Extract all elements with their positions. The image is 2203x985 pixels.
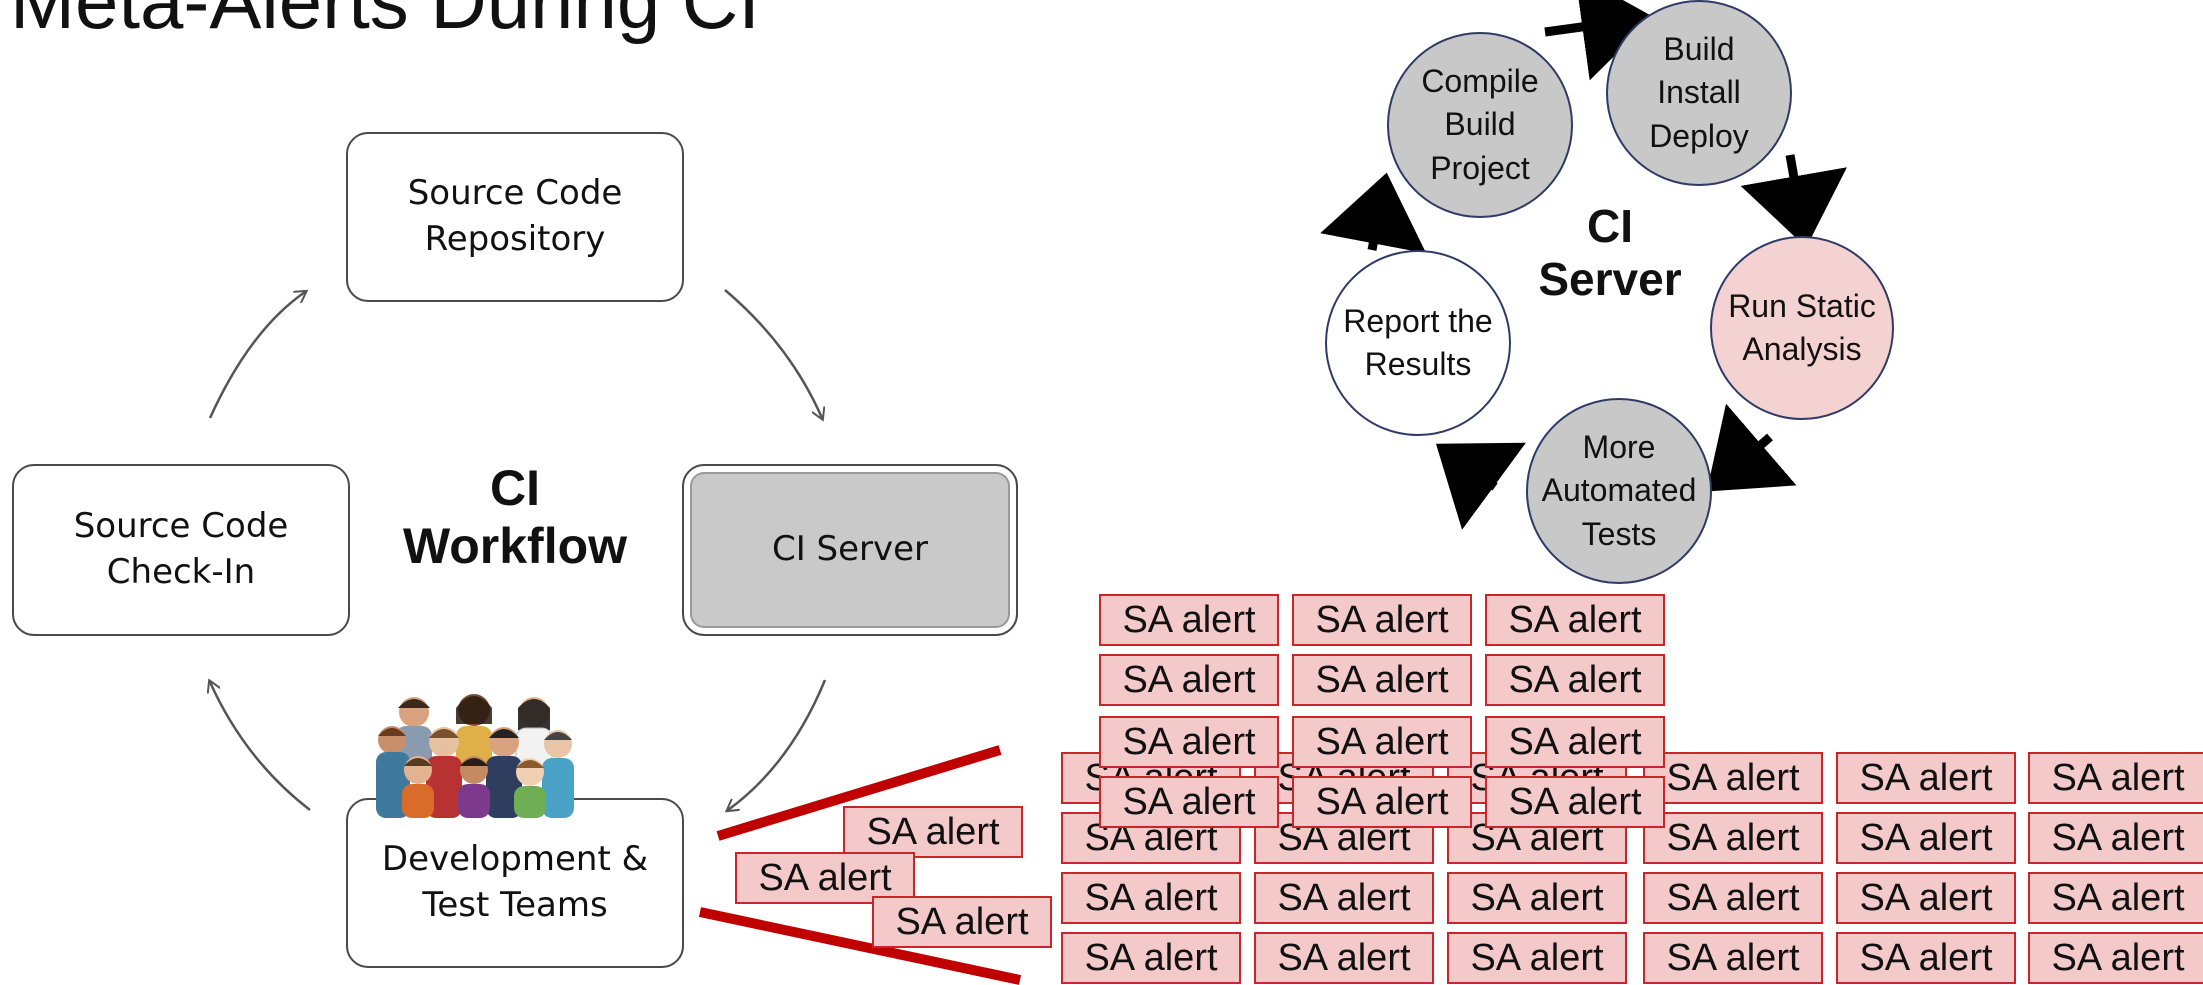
- sa-alert-box: SA alert: [1643, 932, 1823, 984]
- sa-alert-box: SA alert: [1836, 872, 2016, 924]
- sa-alert-box: SA alert: [1485, 716, 1665, 768]
- step-compile-build: Compile Build Project: [1387, 32, 1573, 218]
- slide-title: Meta-Alerts During CI: [10, 0, 760, 45]
- team-people-icon: [376, 694, 574, 818]
- step-report-results: Report the Results: [1325, 250, 1511, 436]
- sa-alert-box: SA alert: [1836, 752, 2016, 804]
- sa-alert-box: SA alert: [1061, 872, 1241, 924]
- funnel-line-bottom: [698, 907, 1022, 985]
- sa-alert-box: SA alert: [1836, 812, 2016, 864]
- arrow-checkin-to-repo: [208, 292, 305, 419]
- sa-alert-box: SA alert: [1447, 932, 1627, 984]
- sa-alert-box: SA alert: [1292, 594, 1472, 646]
- step-more-automated-tests: More Automated Tests: [1526, 398, 1712, 584]
- arrow-repo-to-server: [724, 289, 822, 418]
- repo-box: Source Code Repository: [346, 132, 684, 302]
- checkin-box: Source Code Check-In: [12, 464, 350, 636]
- server-center-label: CI Server: [1538, 200, 1682, 305]
- sa-alert-box: SA alert: [735, 852, 915, 904]
- sa-alert-box: SA alert: [843, 806, 1023, 858]
- sa-alert-box: SA alert: [1643, 872, 1823, 924]
- sa-alert-box: SA alert: [1099, 776, 1279, 828]
- sa-alert-box: SA alert: [1485, 654, 1665, 706]
- sa-alert-box: SA alert: [1485, 594, 1665, 646]
- arrow-compile-to-deploy: [1544, 0, 1654, 81]
- sa-alert-box: SA alert: [1254, 932, 1434, 984]
- step-build-install-deploy: Build Install Deploy: [1606, 0, 1792, 186]
- funnel-line-top: [716, 745, 1002, 841]
- workflow-center-label: CI Workflow: [402, 460, 628, 574]
- step-run-static-analysis: Run Static Analysis: [1710, 236, 1894, 420]
- sa-alert-box: SA alert: [1099, 594, 1279, 646]
- sa-alert-box: SA alert: [1643, 752, 1823, 804]
- arrow-tests-to-report: [1435, 442, 1526, 530]
- sa-alert-box: SA alert: [1447, 872, 1627, 924]
- sa-alert-box: SA alert: [2028, 812, 2203, 864]
- sa-alert-box: SA alert: [1099, 716, 1279, 768]
- arrow-static-to-tests: [1706, 403, 1797, 492]
- sa-alert-box: SA alert: [2028, 932, 2203, 984]
- sa-alert-box: SA alert: [1292, 776, 1472, 828]
- sa-alert-box: SA alert: [1061, 932, 1241, 984]
- arrow-server-to-teams: [728, 679, 827, 810]
- sa-alert-box: SA alert: [1292, 716, 1472, 768]
- ci-server-box: CI Server: [682, 464, 1018, 636]
- sa-alert-box: SA alert: [2028, 752, 2203, 804]
- sa-alert-box: SA alert: [1254, 872, 1434, 924]
- sa-alert-box: SA alert: [1292, 654, 1472, 706]
- sa-alert-box: SA alert: [1836, 932, 2016, 984]
- arrow-teams-to-checkin: [210, 682, 311, 811]
- sa-alert-box: SA alert: [1485, 776, 1665, 828]
- teams-box: Development & Test Teams: [346, 798, 684, 968]
- arrow-report-to-compile: [1320, 172, 1427, 254]
- sa-alert-box: SA alert: [2028, 872, 2203, 924]
- sa-alert-box: SA alert: [1099, 654, 1279, 706]
- sa-alert-box: SA alert: [872, 896, 1052, 948]
- sa-alert-box: SA alert: [1643, 812, 1823, 864]
- arrow-deploy-to-static: [1740, 154, 1847, 248]
